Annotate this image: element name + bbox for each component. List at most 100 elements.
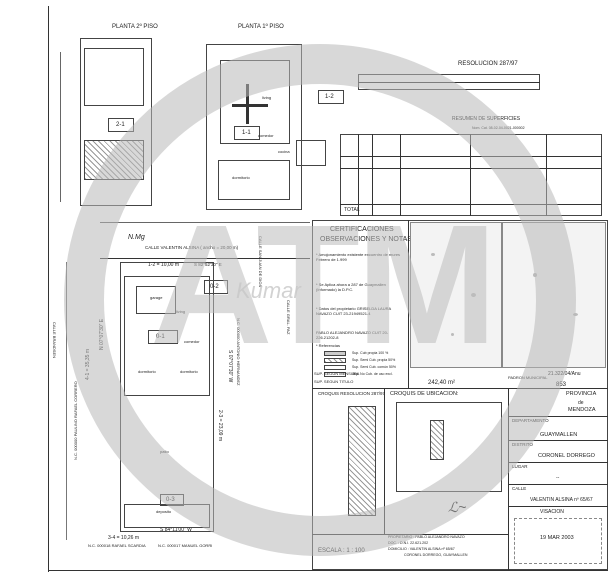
firma-domicilio: DOMICILIO : VALENTIN ALSINA nº 65/67 [388, 547, 455, 551]
firma-domicilio-2: CORONEL DORREGO, GUAYMALLEN [404, 553, 468, 557]
lugar-label: LUGAR [512, 464, 528, 469]
planta-2-title: PLANTA 2º PISO [112, 24, 158, 30]
garage-room [136, 286, 176, 314]
firma-propietario: PROPIETARIO : PABLO ALEJANDRO NAVAZO [388, 535, 465, 539]
visacion-stamp [514, 518, 602, 564]
total-label: TOTAL [344, 207, 360, 213]
unit-1-2: 1-2 [325, 94, 334, 100]
dormitorio-label-p1: dormitorio [232, 175, 250, 180]
resumen-v5 [546, 134, 547, 216]
planta-1-outline [206, 44, 302, 210]
croquis-ubic-title: CROQUIS DE UBICACION: [390, 391, 459, 397]
resumen-h3 [340, 204, 602, 205]
lugar-value: -- [556, 475, 560, 481]
ub-row-3 [508, 462, 608, 463]
ref-4: Sup. No Cub. de uso excl. [352, 372, 393, 376]
cocina-label-p1: cocina [278, 149, 290, 154]
street-line-bottom [100, 258, 310, 259]
ground-floor-outline [124, 276, 210, 396]
resumen-v3 [400, 134, 401, 216]
unit-1-2-box [318, 90, 344, 104]
unit-1-1: 1-1 [242, 130, 251, 136]
croquis-ubic-lot [430, 420, 444, 460]
sup-titulo-value: 242,40 m² [428, 380, 456, 386]
resolucion-title: RESOLUCION 287/97 [458, 61, 518, 67]
measure-3-4: 3-4 = 10,26 m [108, 535, 139, 541]
left-border [48, 6, 49, 572]
calle-value: VALENTIN ALSINA nº 65/67 [530, 497, 593, 503]
cert-note-2: * Se Aplica ahora a 287 de Guaymallen (I… [316, 282, 386, 293]
brandsen-line [66, 262, 67, 540]
ub-row-1 [508, 416, 608, 417]
comedor-label-p1: comedor [258, 133, 274, 138]
calle-label: CALLE [512, 486, 527, 491]
planta-1-lower [218, 160, 290, 200]
visacion-fecha: 19 MAR 2003 [540, 535, 574, 541]
living-label-p1: living [262, 95, 272, 100]
unit-0-2-box [204, 280, 228, 294]
croquis-divider-2 [508, 388, 509, 570]
sup-row-top [312, 388, 608, 389]
garage-label: garage [150, 295, 163, 300]
cert-note-4: PABLO ALEJANDRO NAVAZO CUIT 20-226.21202… [316, 330, 389, 341]
unit-0-1: 0-1 [156, 334, 165, 340]
ref-3: Sup. Semi Cub. común 50% [352, 365, 396, 369]
coronel-value: CORONEL DORREGO [538, 453, 595, 459]
dormitorio-label-b: dormitorio [180, 369, 198, 374]
cert-panel-frame [312, 220, 608, 570]
firma-doc: DOC. : D.N.I. 22.621.202 [388, 541, 429, 545]
provincia-label: PROVINCIA [566, 391, 597, 397]
watermark-text: ATM [150, 190, 498, 380]
cert-divider [408, 220, 409, 388]
cert-note-1: * Amojonamiento existente encuentro de m… [316, 252, 401, 263]
ub-row-4 [508, 484, 608, 485]
mendoza-label: MENDOZA [568, 407, 596, 413]
visacion-label: VISACION [540, 509, 564, 515]
unit-0-1-box [148, 330, 178, 344]
deposito-label: deposito [156, 509, 172, 514]
resumen-h1 [340, 156, 602, 157]
calle-valentin-label: CALLE VALENTIN ALSINA ( ancho = 20,00 m) [145, 245, 239, 250]
ub-row-2 [508, 440, 608, 441]
neighbour-bottom-2: N.C. 000017 MANUEL GORRI [158, 543, 213, 548]
dormitorio-label-a: dormitorio [138, 369, 156, 374]
cert-title-2: OBSERVACIONES Y NOTAS [320, 236, 412, 243]
cert-title-1: CERTIFICACIONES [330, 226, 394, 233]
planta-2-room [84, 48, 144, 106]
unit-2-1: 2-1 [116, 122, 125, 128]
sup-mensura-label: SUP. SEGUN MENSURA [314, 371, 360, 376]
unit-0-2: 0-2 [210, 284, 219, 290]
sup-titulo-label: SUP. SEGUN TITULO [314, 379, 354, 384]
measure-1-2: 1-2 = 10,00 m [148, 262, 179, 268]
watermark-sub: Kumar [236, 278, 301, 303]
croquis-divider-1 [384, 388, 385, 534]
planta-1-title: PLANTA 1º PISO [238, 24, 284, 30]
ref-swatch-1 [324, 351, 346, 356]
stair-box [296, 140, 326, 166]
azimut-1-2: S 82°52'30" E [194, 262, 222, 267]
dim-line-p2 [60, 52, 61, 202]
ref-1: Sup. Cub propia 100 % [352, 351, 389, 355]
azimut-3-4: S 84°11'00" W [160, 527, 192, 533]
ref-swatch-3 [324, 365, 346, 370]
croquis-res-title: CROQUIS RESOLUCION 287/97 [318, 391, 386, 396]
resumen-h2 [340, 168, 602, 169]
ref-swatch-4 [324, 372, 346, 377]
cert-note-3: * Datos del propietario GRISELDA LAURA N… [316, 306, 391, 317]
ref-2: Sup. Semi Cub. propia 50% [352, 358, 396, 362]
resumen-v4 [470, 134, 471, 216]
wall-2 [246, 84, 249, 124]
guaymallen-value: GUAYMALLEN [540, 432, 578, 438]
north-label: N.Mg [128, 234, 145, 241]
de-label: de [578, 400, 584, 406]
street-line-top [100, 222, 310, 223]
cert-note-5: * Referencias [316, 343, 341, 348]
resumen-v1 [358, 134, 359, 216]
living-label: living [176, 309, 186, 314]
resumen-v2 [372, 134, 373, 216]
visado-stamp-left [410, 222, 502, 368]
wall-1 [232, 104, 268, 107]
ref-swatch-2 [324, 358, 346, 363]
